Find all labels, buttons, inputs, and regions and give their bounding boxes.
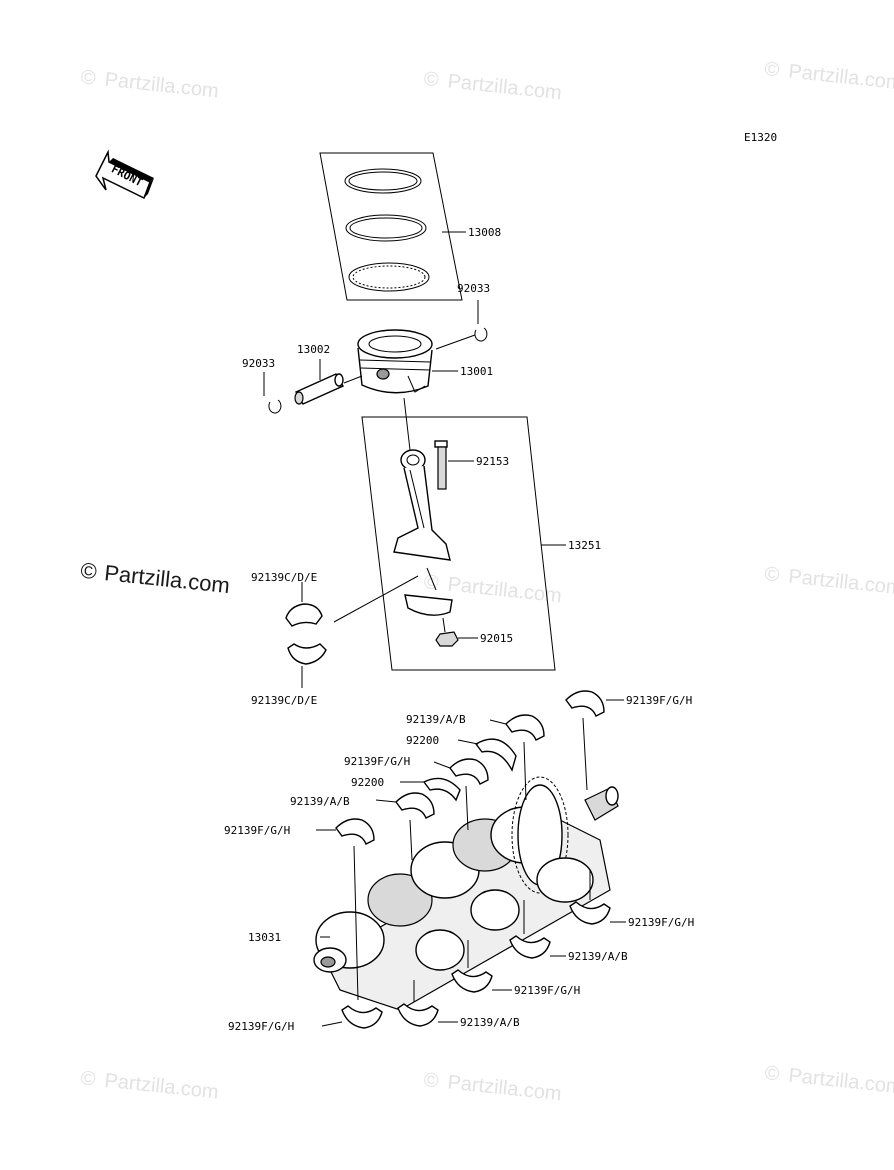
callout-92015: 92015 bbox=[480, 632, 513, 645]
bearing-shell-icon bbox=[341, 1005, 383, 1029]
watermark-copyright-icon: © bbox=[764, 1062, 781, 1085]
piston-ring-icon bbox=[344, 168, 430, 292]
callout-92139ab-4: 92139/A/B bbox=[460, 1016, 520, 1029]
watermark-copyright-icon: © bbox=[423, 1069, 440, 1092]
piston-pin-icon bbox=[294, 373, 344, 405]
callout-13002: 13002 bbox=[297, 343, 330, 356]
callout-92033-left: 92033 bbox=[242, 357, 275, 370]
bearing-shell-icon bbox=[509, 935, 551, 959]
circlip-icon bbox=[474, 327, 488, 342]
bearing-shell-icon bbox=[565, 690, 605, 717]
crankshaft-icon bbox=[313, 776, 619, 1011]
watermark-copyright-icon: © bbox=[80, 66, 97, 89]
rod-cap-icon bbox=[404, 594, 453, 616]
watermark-text: Partzilla.com bbox=[103, 1070, 219, 1104]
rod-bearing-lower-icon bbox=[287, 643, 327, 665]
piston-icon bbox=[357, 329, 433, 394]
thrust-washer-icon bbox=[422, 777, 461, 802]
front-arrow-icon: FRONT bbox=[95, 149, 154, 200]
callout-92139fgh-2: 92139F/G/H bbox=[344, 755, 410, 768]
piston-ring-set-box bbox=[319, 152, 463, 301]
watermark-copyright-icon: © bbox=[764, 58, 781, 81]
callout-92139fgh-6: 92139F/G/H bbox=[228, 1020, 294, 1033]
watermark-text: Partzilla.com bbox=[447, 70, 563, 104]
connecting-rod-icon bbox=[393, 449, 451, 561]
circlip-icon bbox=[268, 399, 282, 414]
callout-92033-right: 92033 bbox=[457, 282, 490, 295]
watermark-text: Partzilla.com bbox=[447, 1071, 563, 1105]
callout-92139cde-top: 92139C/D/E bbox=[251, 571, 317, 584]
rod-bolt-icon bbox=[434, 440, 448, 490]
watermark-copyright-icon: © bbox=[764, 563, 781, 586]
callout-92139cde-bottom: 92139C/D/E bbox=[251, 694, 317, 707]
callout-92139fgh-5: 92139F/G/H bbox=[514, 984, 580, 997]
callout-92139fgh-4: 92139F/G/H bbox=[628, 916, 694, 929]
watermark-text: Partzilla.com bbox=[787, 61, 894, 95]
bearing-shell-icon bbox=[335, 818, 375, 845]
watermark-copyright-icon: © bbox=[79, 558, 98, 585]
callout-13008: 13008 bbox=[468, 226, 501, 239]
bearing-shell-icon bbox=[569, 901, 611, 925]
callout-92200-1: 92200 bbox=[406, 734, 439, 747]
bearing-shell-icon bbox=[395, 792, 435, 819]
thrust-washer-icon bbox=[474, 738, 517, 772]
callout-92139ab-2: 92139/A/B bbox=[290, 795, 350, 808]
callout-92139ab-1: 92139/A/B bbox=[406, 713, 466, 726]
callout-13001: 13001 bbox=[460, 365, 493, 378]
watermark-text: Partzilla.com bbox=[104, 69, 220, 103]
bearing-shell-icon bbox=[397, 1003, 439, 1027]
watermark-text: Partzilla.com bbox=[787, 566, 894, 600]
diagram-code: E1320 bbox=[744, 131, 777, 144]
callout-92153: 92153 bbox=[476, 455, 509, 468]
bearing-shell-icon bbox=[505, 714, 545, 741]
connecting-rod-set-box bbox=[361, 416, 556, 671]
watermark-main-text: Partzilla.com bbox=[103, 560, 231, 598]
callout-92139ab-3: 92139/A/B bbox=[568, 950, 628, 963]
watermark-copyright-icon: © bbox=[80, 1067, 97, 1090]
watermark-copyright-icon: © bbox=[423, 571, 440, 594]
watermark-copyright-icon: © bbox=[423, 68, 440, 91]
callout-92139fgh-1: 92139F/G/H bbox=[626, 694, 692, 707]
bearing-shell-icon bbox=[451, 969, 493, 993]
callout-13251: 13251 bbox=[568, 539, 601, 552]
callout-92139fgh-3: 92139F/G/H bbox=[224, 824, 290, 837]
watermark-text: Partzilla.com bbox=[788, 1065, 894, 1099]
rod-bearing-upper-icon bbox=[285, 603, 323, 627]
callout-92200-2: 92200 bbox=[351, 776, 384, 789]
bearing-shell-icon bbox=[449, 758, 489, 785]
nut-icon bbox=[435, 631, 459, 647]
callout-13031: 13031 bbox=[248, 931, 281, 944]
